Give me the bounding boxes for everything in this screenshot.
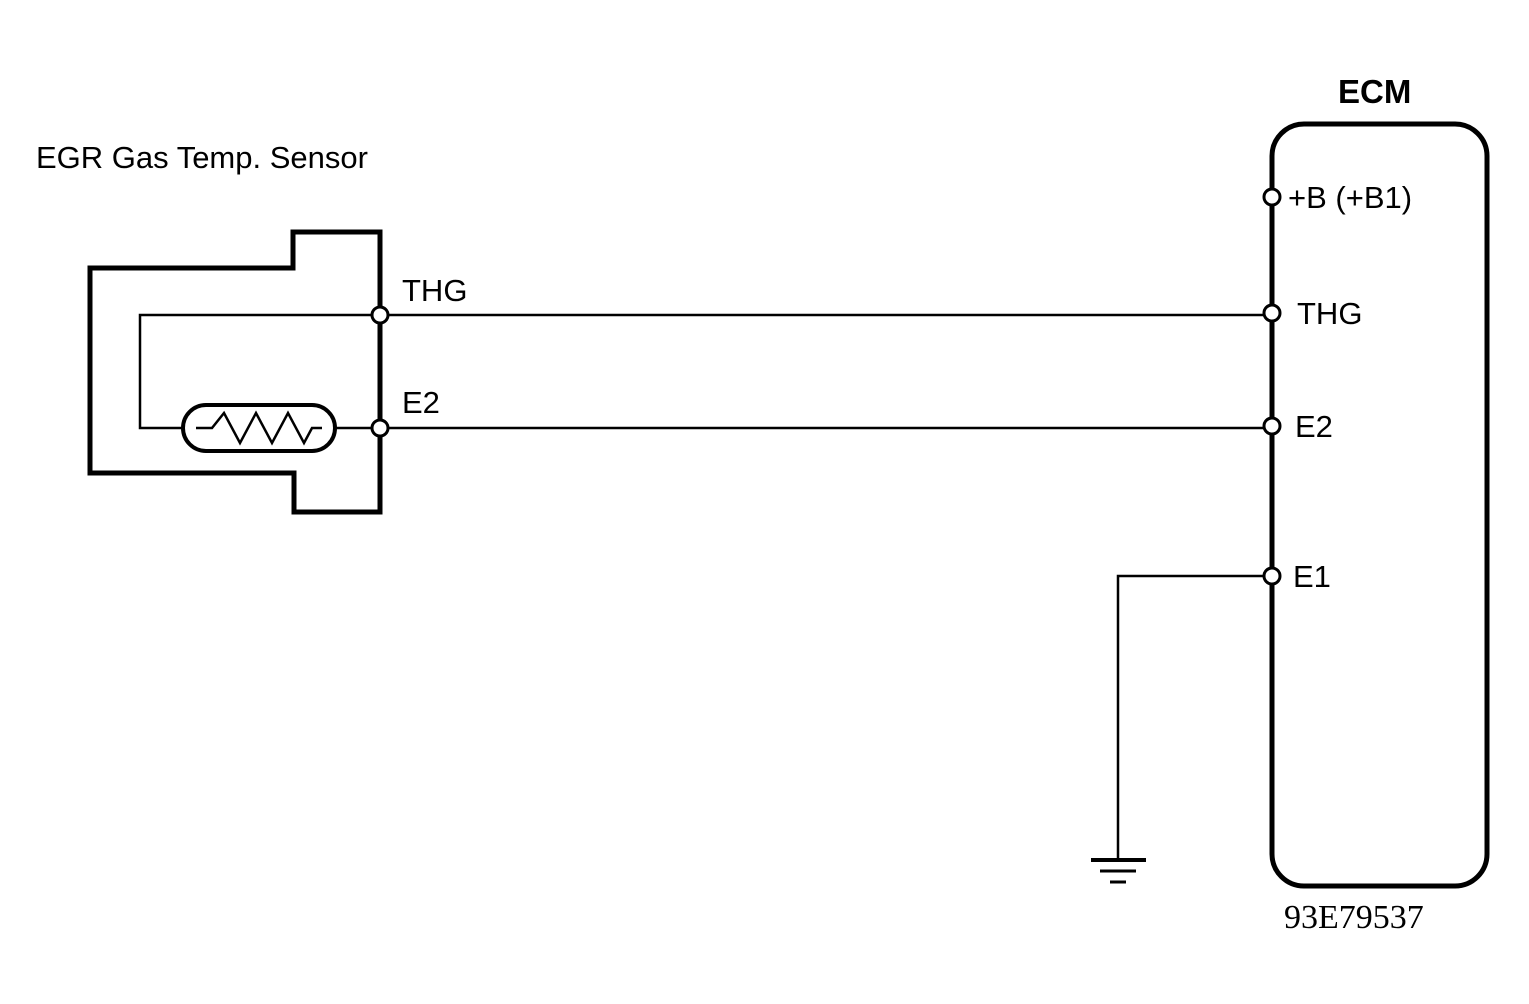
sensor-housing (87, 229, 383, 515)
ecm-e1-label: E1 (1293, 559, 1331, 594)
sensor-e2-terminal (370, 418, 390, 438)
sensor-title: EGR Gas Temp. Sensor (36, 140, 368, 175)
ecm-title: ECM (1338, 73, 1411, 110)
ground-icon (1091, 858, 1146, 884)
figure-code: 93E79537 (1284, 899, 1424, 936)
ecm-box (1269, 121, 1490, 889)
ecm-b-terminal (1262, 187, 1282, 207)
thermistor-icon (181, 403, 337, 453)
ecm-b-label: +B (+B1) (1288, 180, 1412, 215)
sensor-thg-label: THG (402, 273, 467, 308)
ecm-e2-label: E2 (1295, 409, 1333, 444)
ecm-thg-label: THG (1297, 296, 1362, 331)
e1-ground-wire (1116, 574, 1272, 860)
sensor-thg-terminal (370, 305, 390, 325)
ecm-e1-terminal (1262, 566, 1282, 586)
ecm-thg-terminal (1262, 303, 1282, 323)
sensor-e2-label: E2 (402, 385, 440, 420)
ecm-e2-terminal (1262, 416, 1282, 436)
sensor-inner-wire (138, 313, 380, 430)
